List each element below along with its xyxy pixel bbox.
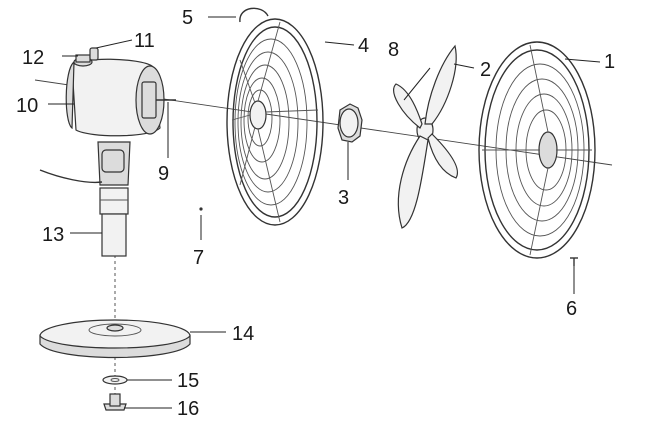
label-2: 2 xyxy=(480,59,491,81)
label-12: 12 xyxy=(22,47,44,69)
washer xyxy=(102,375,128,385)
oscillation-knob xyxy=(73,54,93,67)
stand-pole xyxy=(99,187,129,257)
stand-base xyxy=(39,319,191,359)
label-10: 10 xyxy=(16,95,38,117)
screw-6 xyxy=(570,257,578,266)
label-13: 13 xyxy=(42,224,64,246)
label-3: 3 xyxy=(338,187,349,209)
fan-blade xyxy=(393,44,458,229)
label-1: 1 xyxy=(604,51,615,73)
base-screw xyxy=(103,393,127,411)
power-cable xyxy=(39,169,103,184)
screw-7 xyxy=(199,207,203,211)
front-grille xyxy=(478,41,596,259)
label-14: 14 xyxy=(232,323,254,345)
carry-handle xyxy=(239,7,269,23)
label-16: 16 xyxy=(177,398,199,420)
label-8: 8 xyxy=(388,39,399,61)
rear-grille xyxy=(226,18,324,226)
control-button xyxy=(89,47,99,61)
spinner-nut xyxy=(337,103,363,143)
label-4: 4 xyxy=(358,35,369,57)
tilt-joint xyxy=(97,141,131,186)
label-5: 5 xyxy=(182,7,193,29)
label-11: 11 xyxy=(134,30,155,52)
label-9: 9 xyxy=(158,163,169,185)
label-7: 7 xyxy=(193,247,204,269)
label-15: 15 xyxy=(177,370,199,392)
motor-housing xyxy=(65,58,176,137)
label-6: 6 xyxy=(566,298,577,320)
